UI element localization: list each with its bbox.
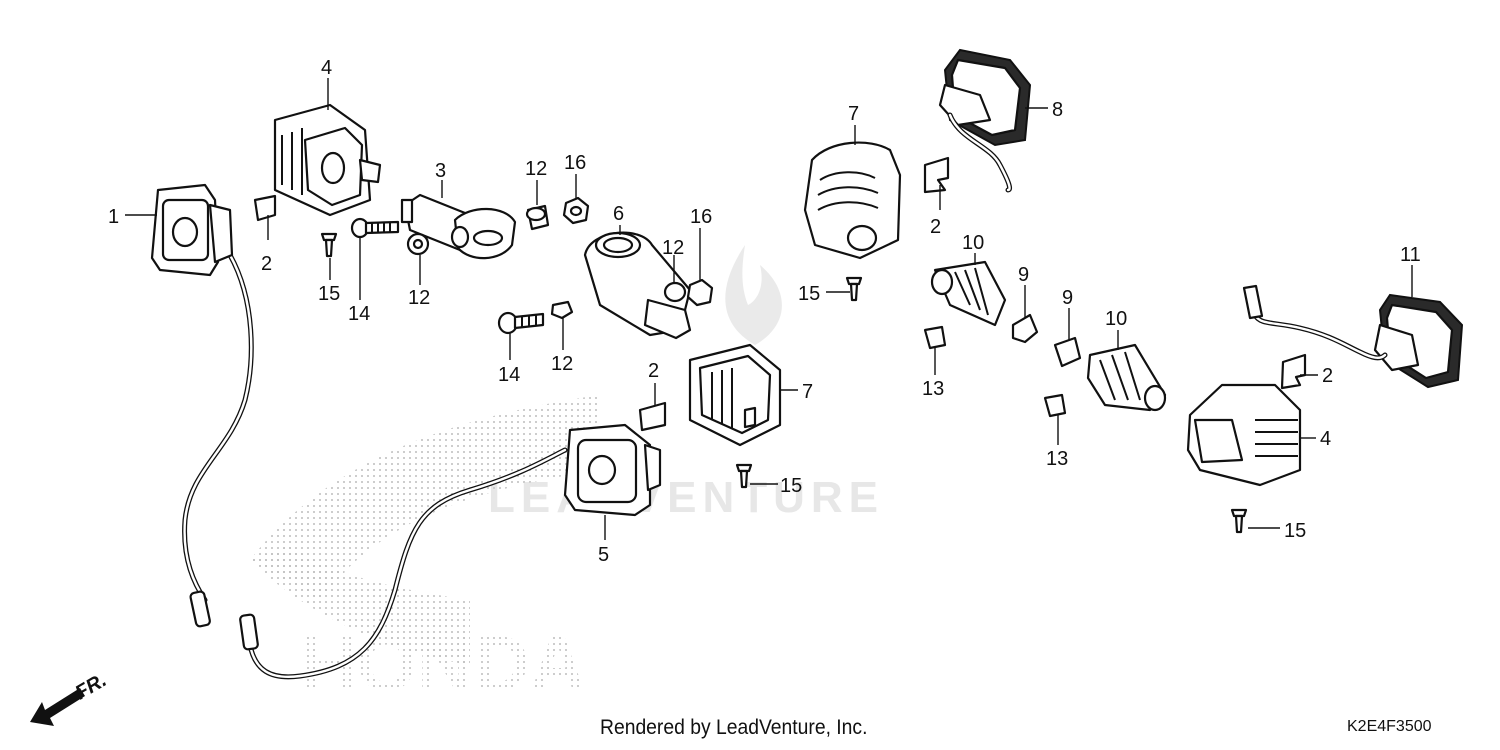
callout-16: 16 bbox=[690, 206, 712, 228]
callout-1: 1 bbox=[108, 206, 119, 228]
part-16-nut-a[interactable] bbox=[562, 196, 590, 225]
callout-2: 2 bbox=[648, 360, 659, 382]
honda-watermark: HONDA bbox=[250, 395, 600, 707]
callout-14: 14 bbox=[498, 364, 520, 386]
part-7-cover-top[interactable] bbox=[803, 141, 902, 260]
part-14-bolt-b[interactable] bbox=[497, 311, 545, 335]
part-10-socket-lower[interactable] bbox=[1086, 343, 1167, 412]
part-4-housing-left[interactable] bbox=[273, 103, 382, 217]
part-11-lamp-right[interactable] bbox=[1242, 284, 1464, 389]
callout-12: 12 bbox=[408, 287, 430, 309]
callout-15: 15 bbox=[318, 283, 340, 305]
callouts: 1 2 2 2 2 3 4 4 5 6 7 7 8 9 9 10 10 11 1… bbox=[108, 57, 1421, 566]
front-direction-indicator: FR. bbox=[30, 669, 110, 726]
callout-9: 9 bbox=[1018, 264, 1029, 286]
part-16-nut-b[interactable] bbox=[686, 278, 714, 307]
part-4-cover-right[interactable] bbox=[1186, 383, 1302, 487]
part-1-lens[interactable] bbox=[150, 183, 234, 277]
leadventure-watermark-text: LEADVENTURE bbox=[488, 473, 884, 522]
part-2-clip-c[interactable] bbox=[638, 401, 667, 432]
callout-15: 15 bbox=[798, 283, 820, 305]
callout-6: 6 bbox=[613, 203, 624, 225]
part-5-lens[interactable] bbox=[563, 423, 662, 517]
part-7-housing-center[interactable] bbox=[688, 343, 782, 447]
part-15-screw-c[interactable] bbox=[735, 463, 753, 489]
wire-harness-left bbox=[182, 252, 568, 680]
part-10-socket-upper[interactable] bbox=[930, 260, 1007, 327]
callout-15: 15 bbox=[1284, 520, 1306, 542]
callout-12: 12 bbox=[662, 237, 684, 259]
callout-7: 7 bbox=[802, 381, 813, 403]
part-13-clip-upper[interactable] bbox=[923, 325, 947, 350]
callout-7: 7 bbox=[848, 103, 859, 125]
part-6-bracket[interactable] bbox=[583, 231, 692, 340]
callout-15: 15 bbox=[780, 475, 802, 497]
part-15-screw-a[interactable] bbox=[320, 232, 338, 258]
callout-2: 2 bbox=[1322, 365, 1333, 387]
callout-14: 14 bbox=[348, 303, 370, 325]
callout-12: 12 bbox=[551, 353, 573, 375]
callout-13: 13 bbox=[922, 378, 944, 400]
callout-13: 13 bbox=[1046, 448, 1068, 470]
callout-16: 16 bbox=[564, 152, 586, 174]
callout-9: 9 bbox=[1062, 287, 1073, 309]
part-2-clip-d[interactable] bbox=[1280, 353, 1307, 390]
footer-credit: Rendered by LeadVenture, Inc. bbox=[600, 716, 868, 739]
callout-10: 10 bbox=[1105, 308, 1127, 330]
part-9-bulb-upper[interactable] bbox=[1011, 313, 1039, 344]
part-2-clip-b[interactable] bbox=[923, 156, 950, 194]
callout-12: 12 bbox=[525, 158, 547, 180]
part-15-screw-b[interactable] bbox=[845, 276, 863, 302]
callout-8: 8 bbox=[1052, 99, 1063, 121]
callout-5: 5 bbox=[598, 544, 609, 566]
part-8-lamp-top[interactable] bbox=[938, 48, 1032, 193]
callout-2: 2 bbox=[261, 253, 272, 275]
part-14-bolt-a[interactable] bbox=[350, 217, 400, 239]
part-15-screw-d[interactable] bbox=[1230, 508, 1248, 534]
leadventure-watermark: LEADVENTURE bbox=[488, 245, 884, 522]
arrow-down-left-icon bbox=[30, 688, 85, 726]
part-12-washer-d[interactable] bbox=[550, 300, 574, 320]
leader-lines bbox=[125, 78, 1413, 540]
callout-2: 2 bbox=[930, 216, 941, 238]
diagram-code: K2E4F3500 bbox=[1347, 718, 1432, 735]
callout-11: 11 bbox=[1400, 244, 1421, 266]
part-2-clip-a[interactable] bbox=[253, 194, 277, 222]
part-12-washer-a[interactable] bbox=[525, 204, 550, 231]
callout-10: 10 bbox=[962, 232, 984, 254]
part-12-washer-b[interactable] bbox=[406, 232, 430, 256]
part-9-bulb-lower[interactable] bbox=[1053, 336, 1082, 368]
part-13-clip-lower[interactable] bbox=[1043, 393, 1067, 418]
part-3-bracket[interactable] bbox=[400, 193, 517, 260]
callout-4: 4 bbox=[1320, 428, 1331, 450]
part-12-washer-c[interactable] bbox=[663, 281, 687, 303]
callout-3: 3 bbox=[435, 160, 446, 182]
callout-4: 4 bbox=[321, 57, 332, 79]
